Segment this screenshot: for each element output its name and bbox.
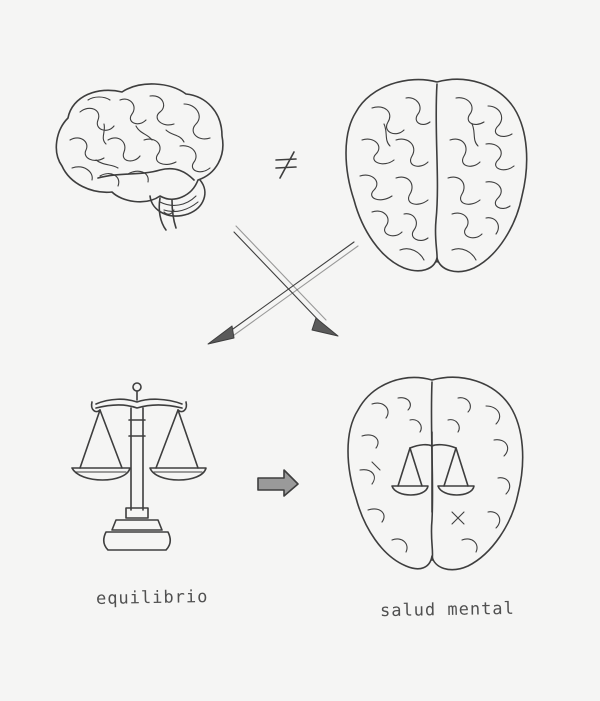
arrowhead-right — [312, 318, 338, 336]
arrowhead-left — [208, 326, 234, 344]
side-view-brain — [56, 84, 223, 230]
top-view-brain — [346, 79, 527, 271]
balance-label: equilibrio — [96, 587, 209, 609]
crossing-arrows — [208, 226, 358, 344]
balance-scale — [72, 383, 206, 550]
transition-arrow — [258, 470, 298, 496]
brain-with-scale — [348, 377, 523, 569]
not-equal-symbol — [276, 152, 296, 178]
mental-health-label: salud mental — [380, 599, 515, 621]
